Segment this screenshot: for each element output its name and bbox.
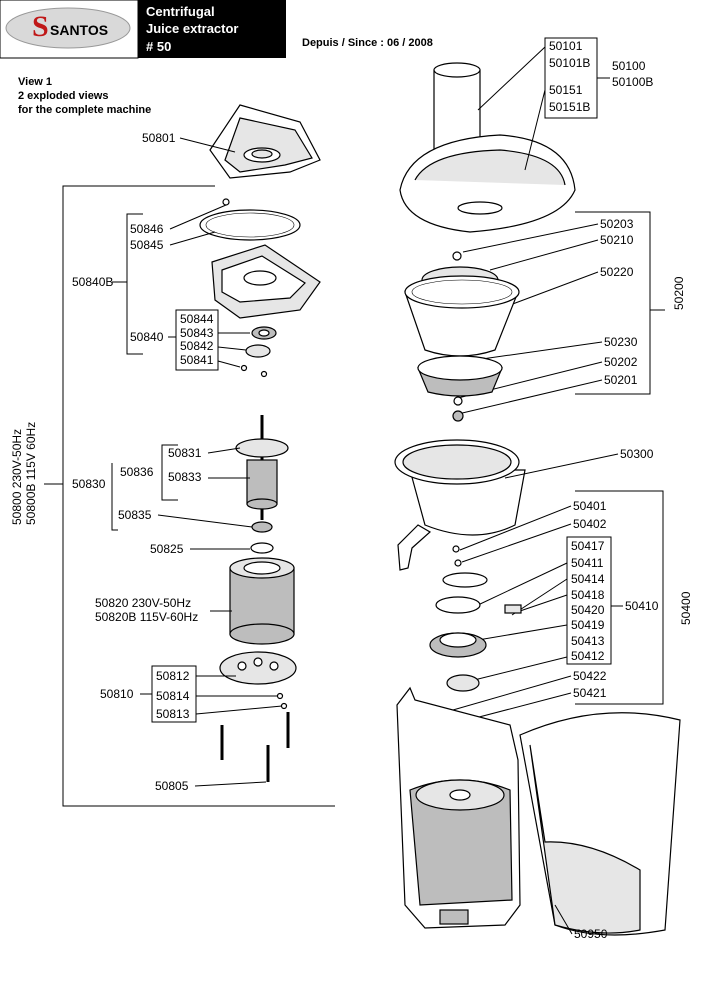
part-50801-top-cover <box>209 104 321 179</box>
part-50950-container <box>519 712 681 936</box>
label-50836: 50836 <box>120 465 154 479</box>
label-50420: 50420 <box>571 603 605 617</box>
label-50421: 50421 <box>573 686 607 700</box>
label-50410: 50410 <box>625 599 659 613</box>
label-50820B: 50820B 115V-60Hz <box>95 610 198 624</box>
label-50825: 50825 <box>150 542 184 556</box>
label-50844: 50844 <box>180 312 214 326</box>
brand-logo: S SANTOS <box>0 0 139 59</box>
label-50101B: 50101B <box>549 56 590 70</box>
label-50840B: 50840B <box>72 275 113 289</box>
label-50402: 50402 <box>573 517 607 531</box>
part-50400-body <box>396 686 521 929</box>
part-50412-coupling <box>446 674 480 692</box>
part-50833-rotor <box>235 415 289 533</box>
label-50845: 50845 <box>130 238 164 252</box>
view-note-1: View 1 <box>18 76 52 88</box>
since-date: Depuis / Since : 06 / 2008 <box>302 37 433 49</box>
title-block: Centrifugal Juice extractor # 50 <box>138 0 286 58</box>
title-line-1: Centrifugal <box>146 4 215 19</box>
label-50842: 50842 <box>180 339 214 353</box>
part-50220-basket <box>404 275 520 357</box>
part-50230-hub <box>417 355 503 397</box>
label-50812: 50812 <box>156 669 190 683</box>
label-50203: 50203 <box>600 217 634 231</box>
part-50820-stator <box>229 557 295 645</box>
title-line-3: # 50 <box>146 39 171 54</box>
label-50840: 50840 <box>130 330 164 344</box>
view-note-3: for the complete machine <box>18 104 151 116</box>
label-50100: 50100 <box>612 59 646 73</box>
label-50813: 50813 <box>156 707 190 721</box>
svg-text:S: S <box>32 10 49 43</box>
label-50100B: 50100B <box>612 75 653 89</box>
label-50820: 50820 230V-50Hz <box>95 596 191 610</box>
label-50805: 50805 <box>155 779 189 793</box>
label-50418: 50418 <box>571 588 605 602</box>
label-50200: 50200 <box>672 276 686 310</box>
label-50230: 50230 <box>604 335 638 349</box>
label-50210: 50210 <box>600 233 634 247</box>
machine-label-1: 50800 230V-50Hz <box>10 429 24 525</box>
label-50419: 50419 <box>571 618 605 632</box>
label-50801: 50801 <box>142 131 176 145</box>
label-50201: 50201 <box>604 373 638 387</box>
part-50812-base <box>219 651 297 685</box>
label-50411: 50411 <box>571 556 604 570</box>
view-note-2: 2 exploded views <box>18 90 108 102</box>
label-50417: 50417 <box>571 539 605 553</box>
brand-name: SANTOS <box>50 22 108 38</box>
label-50830: 50830 <box>72 477 106 491</box>
label-50401: 50401 <box>573 499 607 513</box>
label-50220: 50220 <box>600 265 634 279</box>
part-50840-housing <box>211 244 321 319</box>
title-line-2: Juice extractor <box>146 21 239 36</box>
part-50845-gasket <box>199 209 301 241</box>
label-50300: 50300 <box>620 447 654 461</box>
label-50810: 50810 <box>100 687 134 701</box>
label-50101: 50101 <box>549 39 583 53</box>
label-50846: 50846 <box>130 222 164 236</box>
label-50843: 50843 <box>180 326 214 340</box>
label-50422: 50422 <box>573 669 607 683</box>
label-50413: 50413 <box>571 634 605 648</box>
part-50300-bowl <box>394 439 526 571</box>
label-50833: 50833 <box>168 470 202 484</box>
label-50841: 50841 <box>180 353 214 367</box>
label-50414: 50414 <box>571 572 605 586</box>
label-50151B: 50151B <box>549 100 590 114</box>
part-50414-ring <box>435 596 481 614</box>
label-50814: 50814 <box>156 689 190 703</box>
label-50400: 50400 <box>679 591 693 625</box>
label-50151: 50151 <box>549 83 583 97</box>
machine-label-2: 50800B 115V 60Hz <box>24 422 38 525</box>
label-50831: 50831 <box>168 446 202 460</box>
label-50202: 50202 <box>604 355 638 369</box>
label-50950: 50950 <box>574 927 608 941</box>
label-50412: 50412 <box>571 649 605 663</box>
label-50835: 50835 <box>118 508 152 522</box>
